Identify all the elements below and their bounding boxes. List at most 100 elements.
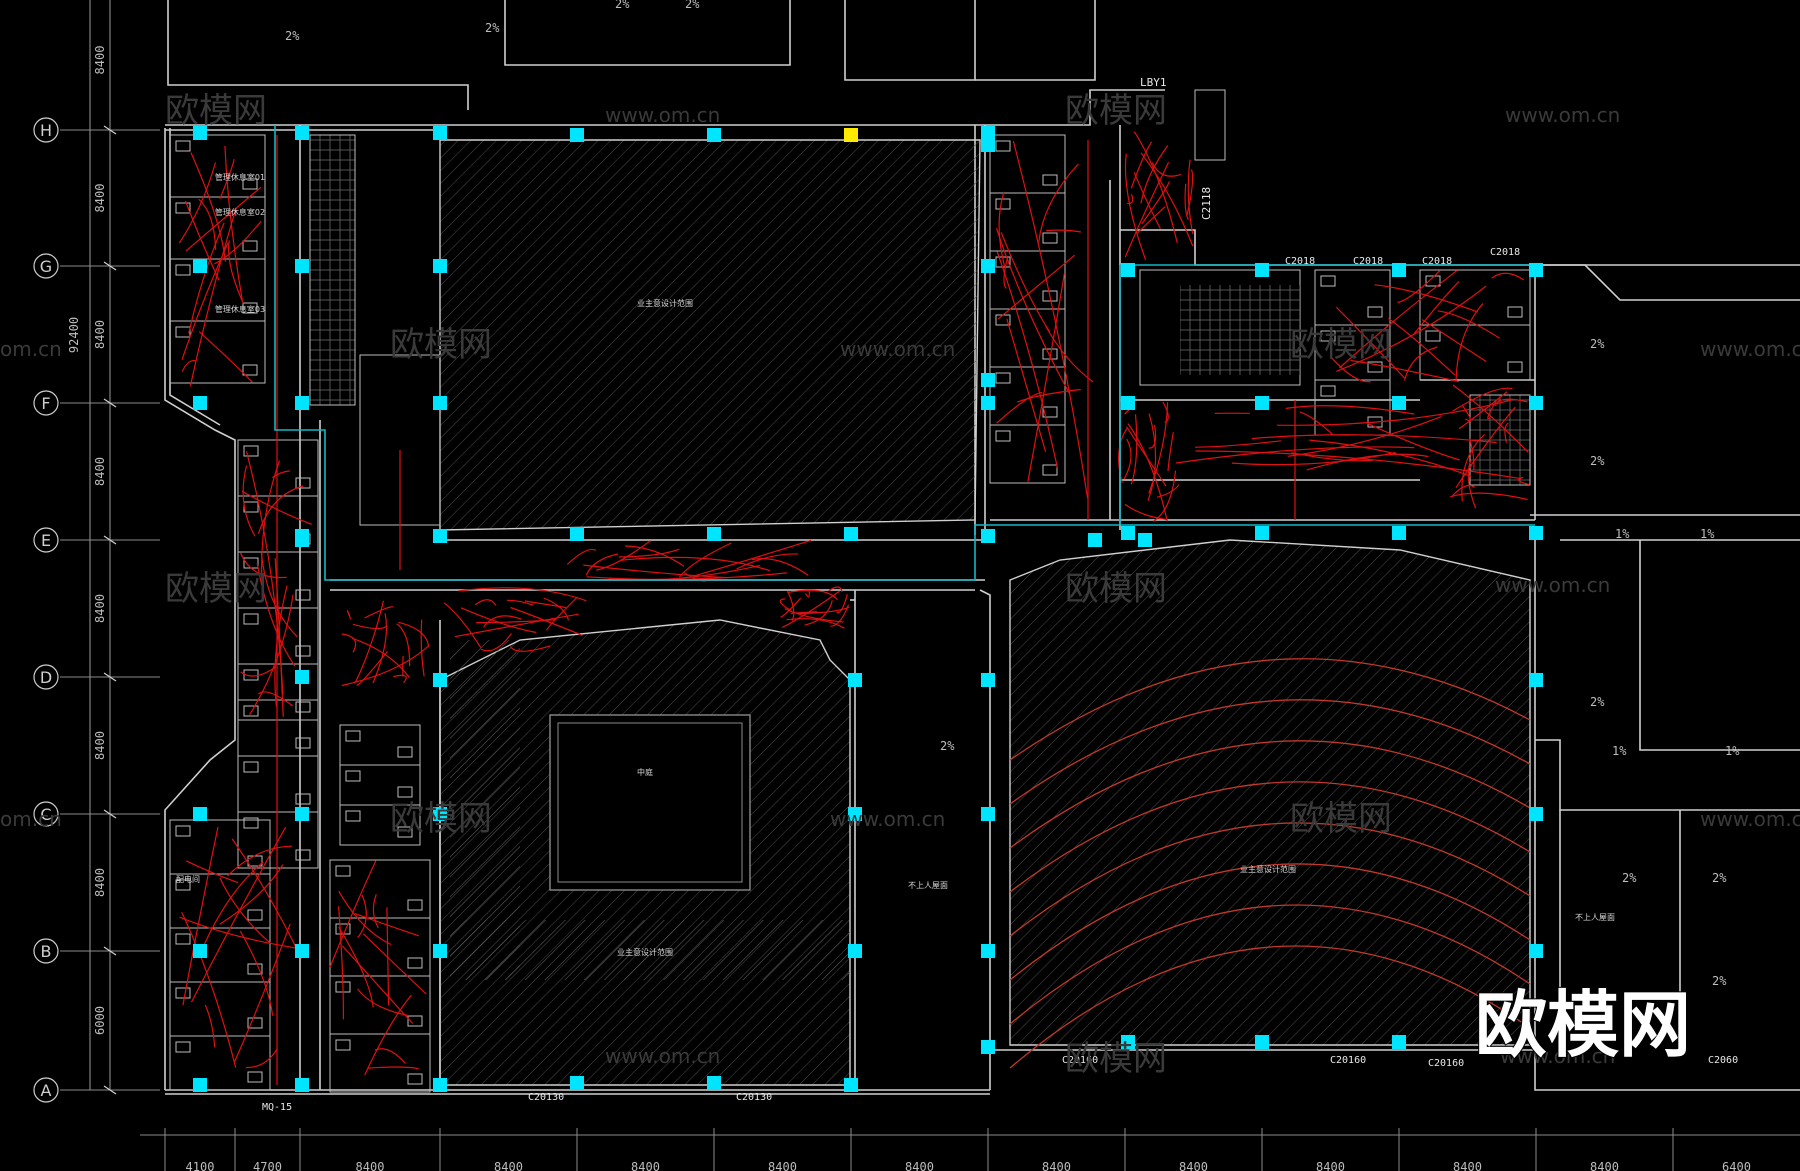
wire-run [1276, 399, 1512, 426]
wire-run [995, 228, 1071, 395]
wire-run [329, 860, 377, 968]
wire-run [1437, 310, 1501, 339]
wire-run [1397, 269, 1441, 304]
wire-run [1461, 404, 1471, 422]
wire-run [214, 220, 262, 265]
wire-run [386, 907, 390, 1006]
column [295, 807, 309, 821]
staff-room-fixture [175, 140, 191, 152]
column [433, 1078, 447, 1092]
wire-run [256, 562, 296, 667]
upper-hall-hatch [439, 139, 981, 531]
toilet-room-fixture [295, 737, 311, 749]
slope-2pct: 2% [1712, 974, 1727, 988]
office-room-right-fixture [1507, 306, 1523, 318]
wire-run [1156, 484, 1180, 498]
wire-run [624, 545, 685, 567]
column [1529, 526, 1543, 540]
wire-run [797, 606, 850, 615]
lower-left-dense-hatch [450, 640, 520, 980]
wire-run [1133, 131, 1178, 244]
tag-mq15: MQ-15 [262, 1102, 292, 1113]
column [707, 128, 721, 142]
seating-grid [1180, 285, 1300, 375]
wire-run [185, 186, 262, 252]
bottom-dim-label: 8400 [905, 1160, 934, 1171]
label-no-roof-right: 不上人屋面 [1575, 913, 1615, 922]
staff-room-fixture [175, 202, 191, 214]
wire-run [1130, 414, 1138, 485]
wire-run [1336, 285, 1487, 372]
wire-run [239, 930, 274, 1016]
hatched-areas [439, 139, 1531, 1086]
column [848, 807, 862, 821]
bottom-dim-label: 4100 [186, 1160, 215, 1171]
wire-run [543, 597, 570, 621]
restroom-stall-fixture [345, 730, 361, 742]
dim-tick [103, 398, 117, 408]
dim-tick [103, 946, 117, 956]
wire-run [352, 623, 387, 630]
label-lower-left-hall: 业主意设计范围 [617, 947, 673, 957]
wire-run [1299, 411, 1335, 436]
label-staff-room: 管理休息室03 [215, 304, 265, 314]
grid-bubble-a [33, 1077, 59, 1103]
guest-room-fixture [1042, 290, 1058, 302]
wire-run [460, 607, 537, 634]
wire-run [1123, 438, 1132, 480]
wire-run [261, 460, 281, 592]
wire-run [506, 599, 534, 606]
guest-room-fixture [1042, 174, 1058, 186]
seating-arc [1009, 904, 1531, 1025]
tag-c20160: C20160 [1330, 1055, 1366, 1066]
wire-run [338, 906, 345, 1020]
wire-run [392, 674, 407, 684]
column [433, 259, 447, 273]
column [1529, 673, 1543, 687]
column [1121, 526, 1135, 540]
grid-label-a: A [41, 1081, 52, 1100]
wire-run [828, 586, 843, 593]
watermark-brand: 欧模网 [390, 799, 492, 839]
slope-2pct: 2% [685, 0, 700, 11]
wire-run [357, 988, 410, 1017]
tag-lby1: LBY1 [1140, 76, 1167, 89]
wire-run [219, 877, 271, 944]
tag-c2060: C2060 [1708, 1055, 1738, 1066]
toilet-room [237, 663, 319, 721]
guest-room-fixture [995, 198, 1011, 210]
label-staff-room: 管理休息室01 [215, 172, 265, 182]
stair-top [1194, 89, 1226, 161]
bottom-dim-label: 8400 [1453, 1160, 1482, 1171]
auditorium-hatch [1009, 539, 1531, 1046]
restroom-stall [339, 804, 421, 846]
wire-run [356, 651, 388, 687]
tag-c2018: C2018 [1490, 247, 1520, 258]
wire-run [1140, 145, 1169, 204]
watermark-site: www.om.cn [605, 1044, 720, 1068]
guest-room-fixture [995, 372, 1011, 384]
column [433, 396, 447, 410]
bottom-dim-label: 8400 [494, 1160, 523, 1171]
wire-run [784, 608, 844, 623]
dim-label: 6000 [93, 1006, 107, 1035]
office-room-right-fixture [1507, 361, 1523, 373]
wire-run [1124, 153, 1147, 261]
grid-label-c: C [40, 805, 51, 824]
wire-run [780, 597, 802, 618]
column [1392, 396, 1406, 410]
wire-run [1186, 169, 1194, 217]
wire-run [1127, 194, 1134, 205]
column [981, 126, 995, 140]
watermark-site-short: om.cn [0, 807, 62, 831]
slope-1pct: 1% [1615, 527, 1630, 541]
grid-label-g: G [40, 257, 52, 276]
grid-label-b: B [41, 942, 52, 961]
watermark-site: www.om.cn [605, 103, 720, 127]
wire-run [245, 1048, 278, 1069]
wire-run [1374, 284, 1479, 313]
column [1255, 1035, 1269, 1049]
seating-arc [1009, 658, 1531, 761]
wire-run [198, 198, 217, 250]
